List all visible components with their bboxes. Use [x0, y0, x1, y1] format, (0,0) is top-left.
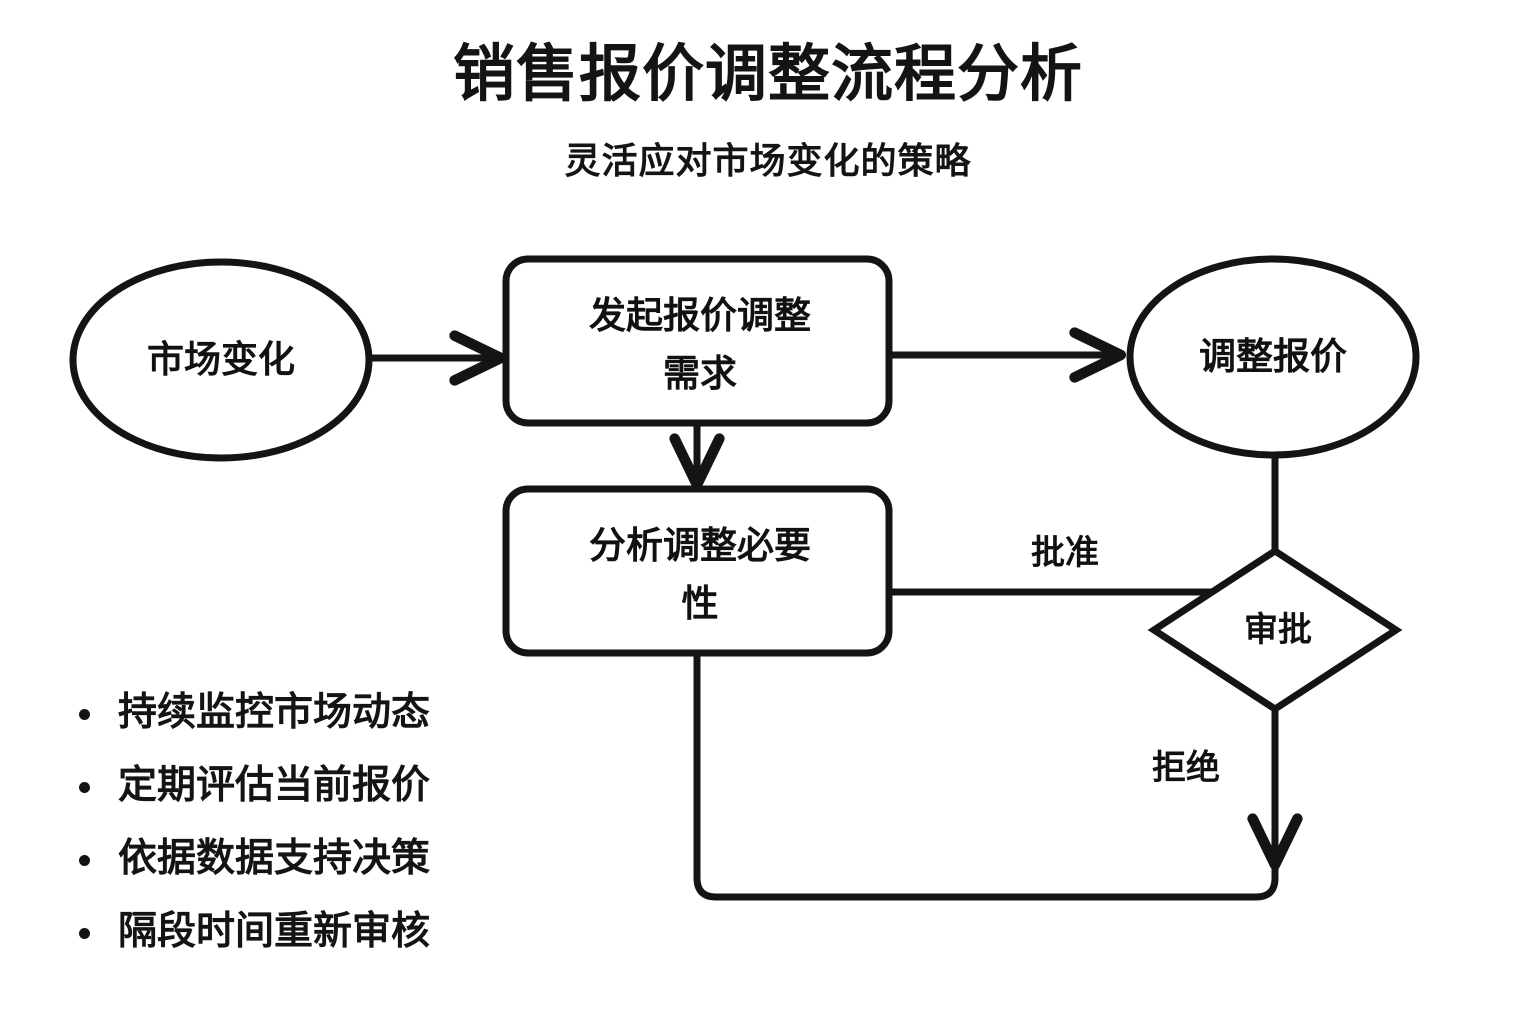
node-approval[interactable]: 审批: [1147, 546, 1403, 714]
node-label-initiate-request-line1: 发起报价调整: [589, 295, 811, 336]
list-item: 依据数据支持决策: [62, 822, 582, 895]
list-item: 隔段时间重新审核: [62, 895, 582, 968]
rect-shape: [502, 255, 893, 427]
ellipse-shape: [69, 258, 373, 462]
node-label-analyze-need-line1: 分析调整必要: [589, 525, 811, 566]
edge-analyze-to-approval: 批准: [890, 534, 1212, 596]
page-subtitle: 灵活应对市场变化的策略: [564, 140, 972, 181]
page-title: 销售报价调整流程分析: [452, 40, 1083, 109]
node-label-market-change: 市场变化: [147, 338, 295, 380]
list-item: 持续监控市场动态: [62, 676, 582, 749]
node-initiate-request[interactable]: 发起报价调整 需求: [502, 255, 893, 427]
edge-label-reject: 拒绝: [1152, 748, 1220, 787]
rect-shape: [502, 485, 893, 657]
node-label-adjust-quote: 调整报价: [1199, 336, 1347, 377]
edge-line-loopback: [693, 651, 1279, 901]
edge-approval-reject-loop: 拒绝: [693, 651, 1303, 901]
notes-list: 持续监控市场动态 定期评估当前报价 依据数据支持决策 隔段时间重新审核: [62, 676, 582, 968]
edge-label-approve: 批准: [1031, 534, 1099, 572]
ellipse-shape: [1126, 255, 1420, 459]
list-item: 定期评估当前报价: [62, 749, 582, 822]
node-analyze-need[interactable]: 分析调整必要 性: [502, 485, 893, 657]
node-label-approval: 审批: [1244, 611, 1312, 649]
node-market-change[interactable]: 市场变化: [69, 258, 373, 462]
node-label-analyze-need-line2: 性: [682, 583, 719, 624]
node-label-initiate-request-line2: 需求: [663, 353, 737, 394]
node-adjust-quote[interactable]: 调整报价: [1126, 255, 1420, 459]
diamond-shape: [1147, 546, 1403, 714]
